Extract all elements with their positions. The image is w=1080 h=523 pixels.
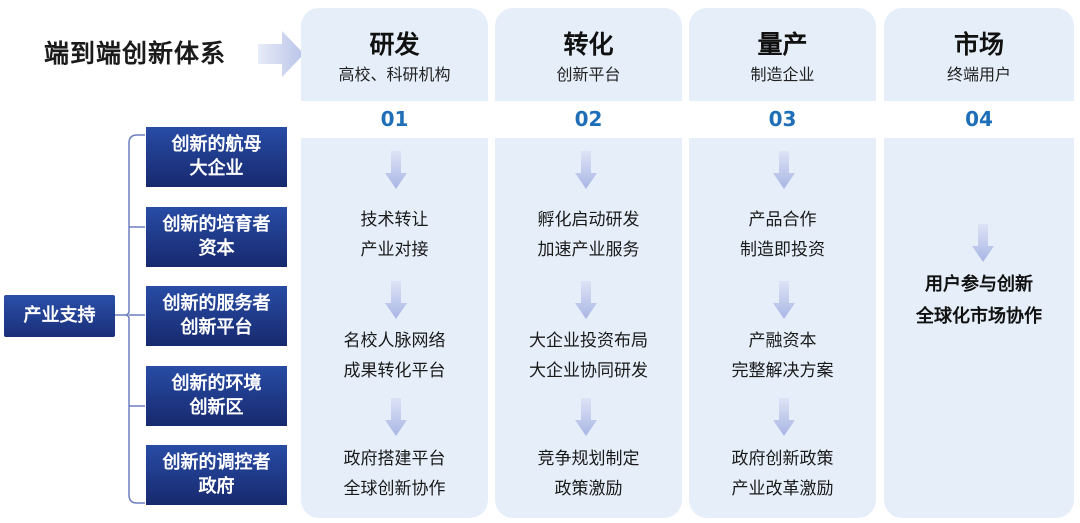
column-production: 量产 制造企业 03 产品合作 制造即投资 产融资本 完整解决方案 政府创新政策… xyxy=(689,8,876,518)
column-subtitle: 创新平台 xyxy=(556,65,621,84)
bracket-connector xyxy=(115,134,145,504)
down-arrow-icon xyxy=(575,398,597,436)
column-name: 研发 xyxy=(369,30,420,59)
item-line: 政府创新政策 xyxy=(731,449,834,469)
column-name: 市场 xyxy=(953,30,1004,59)
role-box: 创新的调控者 政府 xyxy=(146,445,287,505)
down-arrow-icon xyxy=(385,151,407,189)
right-arrow-icon xyxy=(258,31,304,77)
column-number: 02 xyxy=(495,101,682,138)
item-line: 用户参与创新 xyxy=(925,274,1033,295)
down-arrow-icon xyxy=(773,281,795,319)
role-box: 创新的航母 大企业 xyxy=(146,127,287,187)
role-line: 创新区 xyxy=(189,397,244,418)
column-header: 转化 创新平台 xyxy=(495,8,682,100)
column-header: 市场 终端用户 xyxy=(884,8,1074,100)
item-group: 产品合作 制造即投资 xyxy=(689,205,876,265)
item-line: 加速产业服务 xyxy=(537,240,640,260)
item-line: 大企业投资布局 xyxy=(529,331,648,351)
column-rd: 研发 高校、科研机构 01 技术转让 产业对接 名校人脉网络 成果转化平台 政府… xyxy=(301,8,488,518)
column-market: 市场 终端用户 04 用户参与创新 全球化市场协作 xyxy=(884,8,1074,518)
item-line: 产融资本 xyxy=(748,331,817,351)
down-arrow-icon xyxy=(575,281,597,319)
item-group: 竞争规划制定 政策激励 xyxy=(495,444,682,504)
item-group: 政府搭建平台 全球创新协作 xyxy=(301,444,488,504)
item-group: 孵化启动研发 加速产业服务 xyxy=(495,205,682,265)
item-group: 用户参与创新 全球化市场协作 xyxy=(884,269,1074,333)
item-group: 产融资本 完整解决方案 xyxy=(689,326,876,386)
down-arrow-icon xyxy=(773,398,795,436)
item-line: 成果转化平台 xyxy=(343,361,446,381)
role-line: 政府 xyxy=(198,476,235,497)
item-line: 全球创新协作 xyxy=(343,479,446,499)
item-line: 政策激励 xyxy=(554,479,623,499)
column-name: 量产 xyxy=(757,30,808,59)
role-box: 创新的环境 创新区 xyxy=(146,366,287,426)
item-line: 名校人脉网络 xyxy=(343,331,446,351)
role-line: 大企业 xyxy=(189,158,244,179)
column-subtitle: 终端用户 xyxy=(946,65,1011,84)
role-line: 创新的培育者 xyxy=(162,214,271,235)
role-line: 创新的调控者 xyxy=(162,452,271,473)
item-line: 完整解决方案 xyxy=(731,361,834,381)
item-line: 制造即投资 xyxy=(740,240,825,260)
down-arrow-icon xyxy=(773,151,795,189)
item-line: 大企业协同研发 xyxy=(529,361,648,381)
item-group: 技术转让 产业对接 xyxy=(301,205,488,265)
support-box: 产业支持 xyxy=(4,295,115,337)
column-number: 01 xyxy=(301,101,488,138)
role-line: 创新的服务者 xyxy=(162,293,271,314)
column-number: 04 xyxy=(884,101,1074,138)
item-line: 产品合作 xyxy=(748,210,817,230)
item-group: 政府创新政策 产业改革激励 xyxy=(689,444,876,504)
item-group: 大企业投资布局 大企业协同研发 xyxy=(495,326,682,386)
diagram-title: 端到端创新体系 xyxy=(44,39,227,68)
column-transform: 转化 创新平台 02 孵化启动研发 加速产业服务 大企业投资布局 大企业协同研发… xyxy=(495,8,682,518)
down-arrow-icon xyxy=(385,398,407,436)
column-header: 研发 高校、科研机构 xyxy=(301,8,488,100)
item-line: 全球化市场协作 xyxy=(916,306,1042,327)
column-subtitle: 制造企业 xyxy=(750,65,815,84)
column-number: 03 xyxy=(689,101,876,138)
role-box: 创新的服务者 创新平台 xyxy=(146,286,287,346)
column-header: 量产 制造企业 xyxy=(689,8,876,100)
column-name: 转化 xyxy=(563,30,614,59)
item-line: 产业改革激励 xyxy=(731,479,834,499)
role-line: 创新平台 xyxy=(180,317,253,338)
item-line: 竞争规划制定 xyxy=(537,449,640,469)
item-line: 产业对接 xyxy=(360,240,429,260)
down-arrow-icon xyxy=(972,224,994,262)
item-line: 政府搭建平台 xyxy=(343,449,446,469)
role-line: 创新的环境 xyxy=(171,373,262,394)
item-line: 孵化启动研发 xyxy=(537,210,640,230)
role-box: 创新的培育者 资本 xyxy=(146,207,287,267)
column-subtitle: 高校、科研机构 xyxy=(338,65,451,84)
item-line: 技术转让 xyxy=(360,210,429,230)
role-line: 创新的航母 xyxy=(171,134,262,155)
item-group: 名校人脉网络 成果转化平台 xyxy=(301,326,488,386)
role-line: 资本 xyxy=(198,238,235,259)
down-arrow-icon xyxy=(575,151,597,189)
down-arrow-icon xyxy=(385,281,407,319)
